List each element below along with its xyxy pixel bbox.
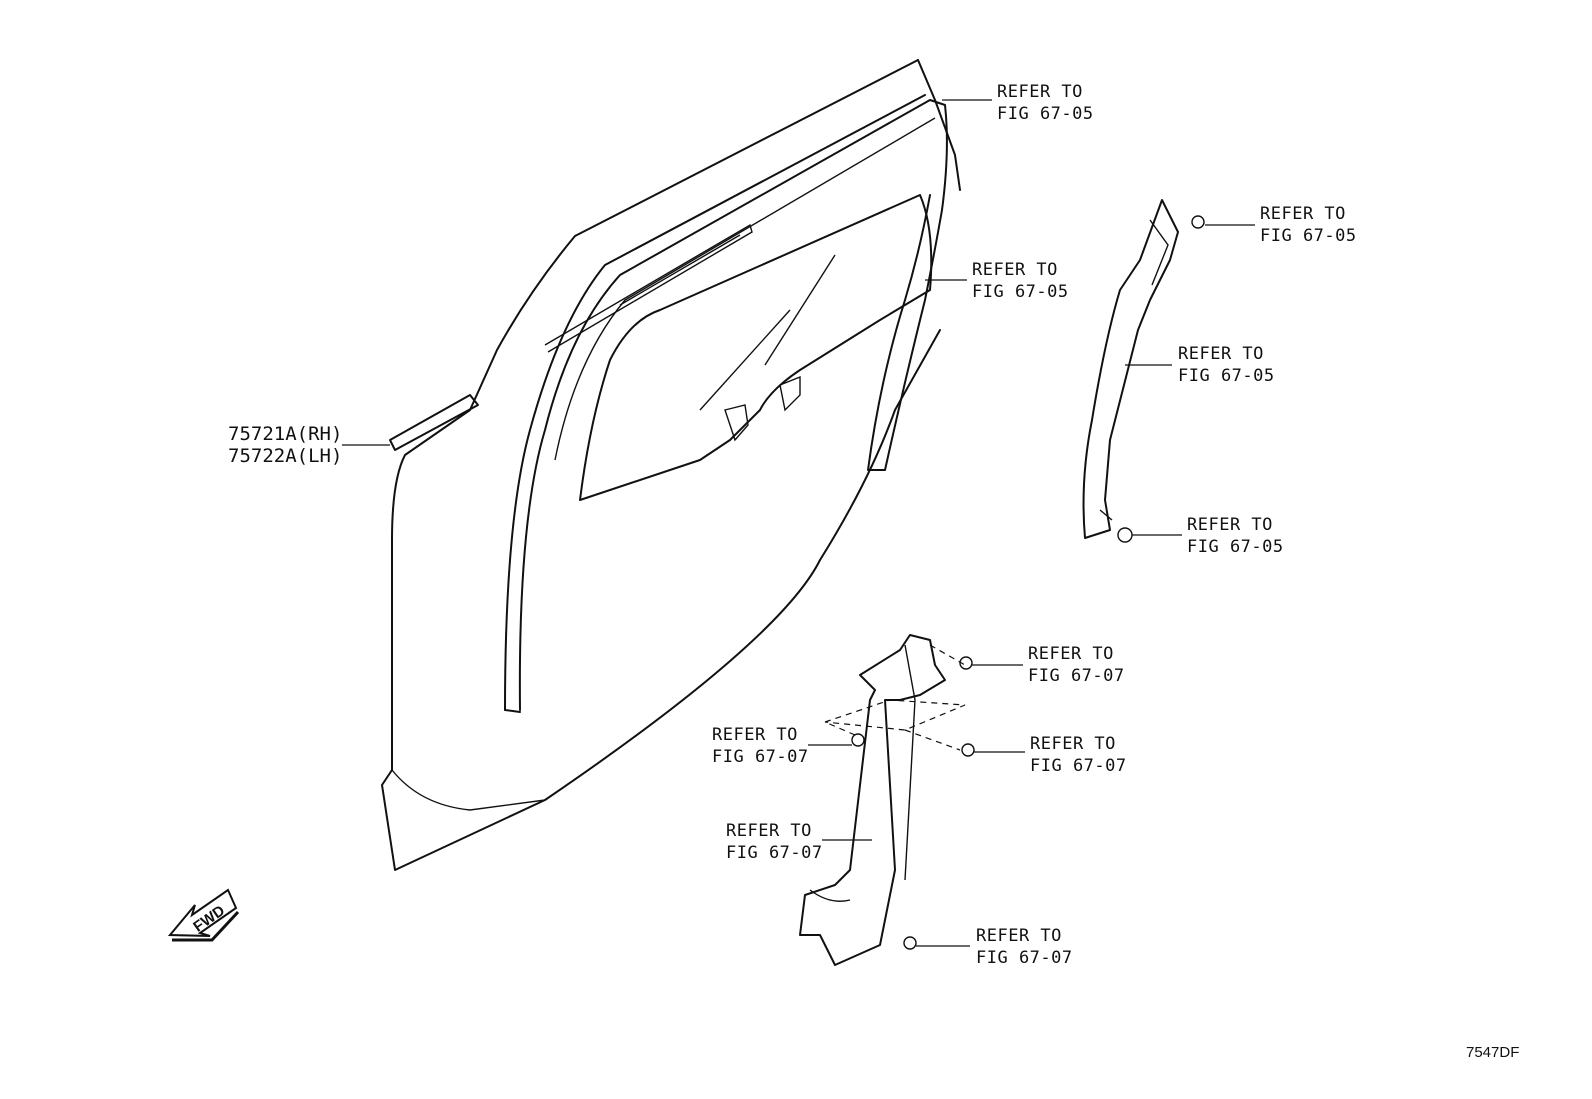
window-regulator (799, 634, 966, 966)
svg-text:REFER TO: REFER TO (976, 926, 1062, 946)
svg-text:FIG 67-07: FIG 67-07 (1028, 666, 1125, 686)
bolt-icon (851, 733, 865, 747)
belt-moulding (389, 223, 753, 451)
svg-text:REFER TO: REFER TO (972, 260, 1058, 280)
svg-text:75721A(RH): 75721A(RH) (228, 423, 342, 445)
bolt-icon (903, 936, 917, 950)
svg-text:FIG 67-05: FIG 67-05 (1260, 226, 1357, 246)
svg-text:75722A(LH): 75722A(LH) (228, 445, 342, 467)
svg-text:FIG 67-05: FIG 67-05 (972, 282, 1069, 302)
svg-text:FIG 67-07: FIG 67-07 (1030, 756, 1127, 776)
svg-text:REFER TO: REFER TO (712, 725, 798, 745)
diagram-code: 7547DF (1466, 1044, 1519, 1061)
leader-lines (342, 99, 1255, 947)
svg-text:REFER TO: REFER TO (1030, 734, 1116, 754)
ref-label-9: REFER TO FIG 67-07 (726, 821, 823, 863)
svg-text:FIG 67-05: FIG 67-05 (997, 104, 1094, 124)
ref-label-6: REFER TO FIG 67-07 (1028, 644, 1125, 686)
bolt-icon (959, 656, 973, 670)
ref-label-2: REFER TO FIG 67-05 (972, 260, 1069, 302)
ref-label-8: REFER TO FIG 67-07 (1030, 734, 1127, 776)
svg-text:FIG 67-05: FIG 67-05 (1178, 366, 1275, 386)
svg-text:REFER TO: REFER TO (1178, 344, 1264, 364)
bolt-icons (851, 215, 1205, 950)
svg-text:REFER TO: REFER TO (1187, 515, 1273, 535)
svg-text:FIG 67-07: FIG 67-07 (726, 843, 823, 863)
svg-text:FIG 67-05: FIG 67-05 (1187, 537, 1284, 557)
ref-label-3: REFER TO FIG 67-05 (1260, 204, 1357, 246)
part-number-label: 75721A(RH) 75722A(LH) (228, 423, 342, 467)
ref-label-7: REFER TO FIG 67-07 (712, 725, 809, 767)
svg-text:REFER TO: REFER TO (997, 82, 1083, 102)
fwd-arrow-icon: FWD (167, 888, 240, 942)
svg-text:REFER TO: REFER TO (1028, 644, 1114, 664)
pillar-garnish (1082, 199, 1179, 539)
bolt-icon (961, 743, 975, 757)
ref-label-5: REFER TO FIG 67-05 (1187, 515, 1284, 557)
ref-label-10: REFER TO FIG 67-07 (976, 926, 1073, 968)
svg-text:FIG 67-07: FIG 67-07 (976, 948, 1073, 968)
svg-text:FIG 67-07: FIG 67-07 (712, 747, 809, 767)
bolt-icon (1117, 527, 1133, 543)
ref-label-1: REFER TO FIG 67-05 (997, 82, 1094, 124)
door-panel (381, 59, 961, 871)
window-glass (579, 194, 933, 501)
bolt-icon (1191, 215, 1205, 229)
ref-label-4: REFER TO FIG 67-05 (1178, 344, 1275, 386)
svg-text:REFER TO: REFER TO (1260, 204, 1346, 224)
svg-text:REFER TO: REFER TO (726, 821, 812, 841)
door-frame (504, 94, 948, 713)
